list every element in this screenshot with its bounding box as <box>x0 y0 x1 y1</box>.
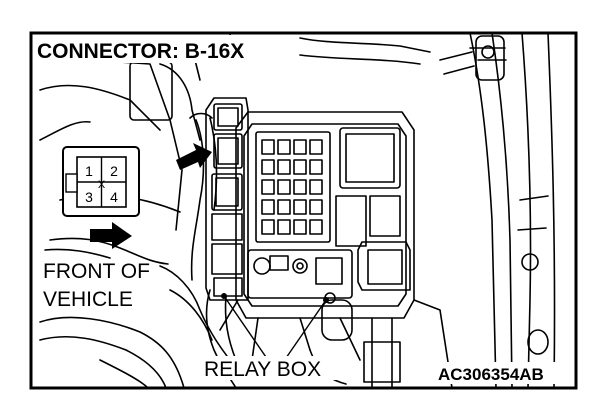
relay-box-leader-lines <box>223 295 327 361</box>
front-direction-arrow <box>90 222 132 249</box>
connector-lock-tab <box>65 173 78 193</box>
relay-box-label-backing <box>200 356 342 380</box>
pin-2-label: 2 <box>110 163 118 179</box>
pin-4-label: 4 <box>110 189 118 205</box>
front-of-vehicle-line1: FRONT OF <box>43 260 150 283</box>
connector-x-mark: X <box>98 179 106 191</box>
figure-code-backing <box>434 362 574 384</box>
connector-pointer-arrow <box>176 143 212 170</box>
pin-1-label: 1 <box>85 163 93 179</box>
figure-code: AC306354AB <box>438 365 544 384</box>
front-of-vehicle-line2: VEHICLE <box>43 288 133 311</box>
title-backing <box>33 35 291 63</box>
connector-pin-diagram: 1 2 3 4 X <box>62 146 140 217</box>
relay-box-label: RELAY BOX <box>204 358 321 381</box>
pin-3-label: 3 <box>85 189 93 205</box>
connector-title: CONNECTOR: B-16X <box>37 40 244 63</box>
